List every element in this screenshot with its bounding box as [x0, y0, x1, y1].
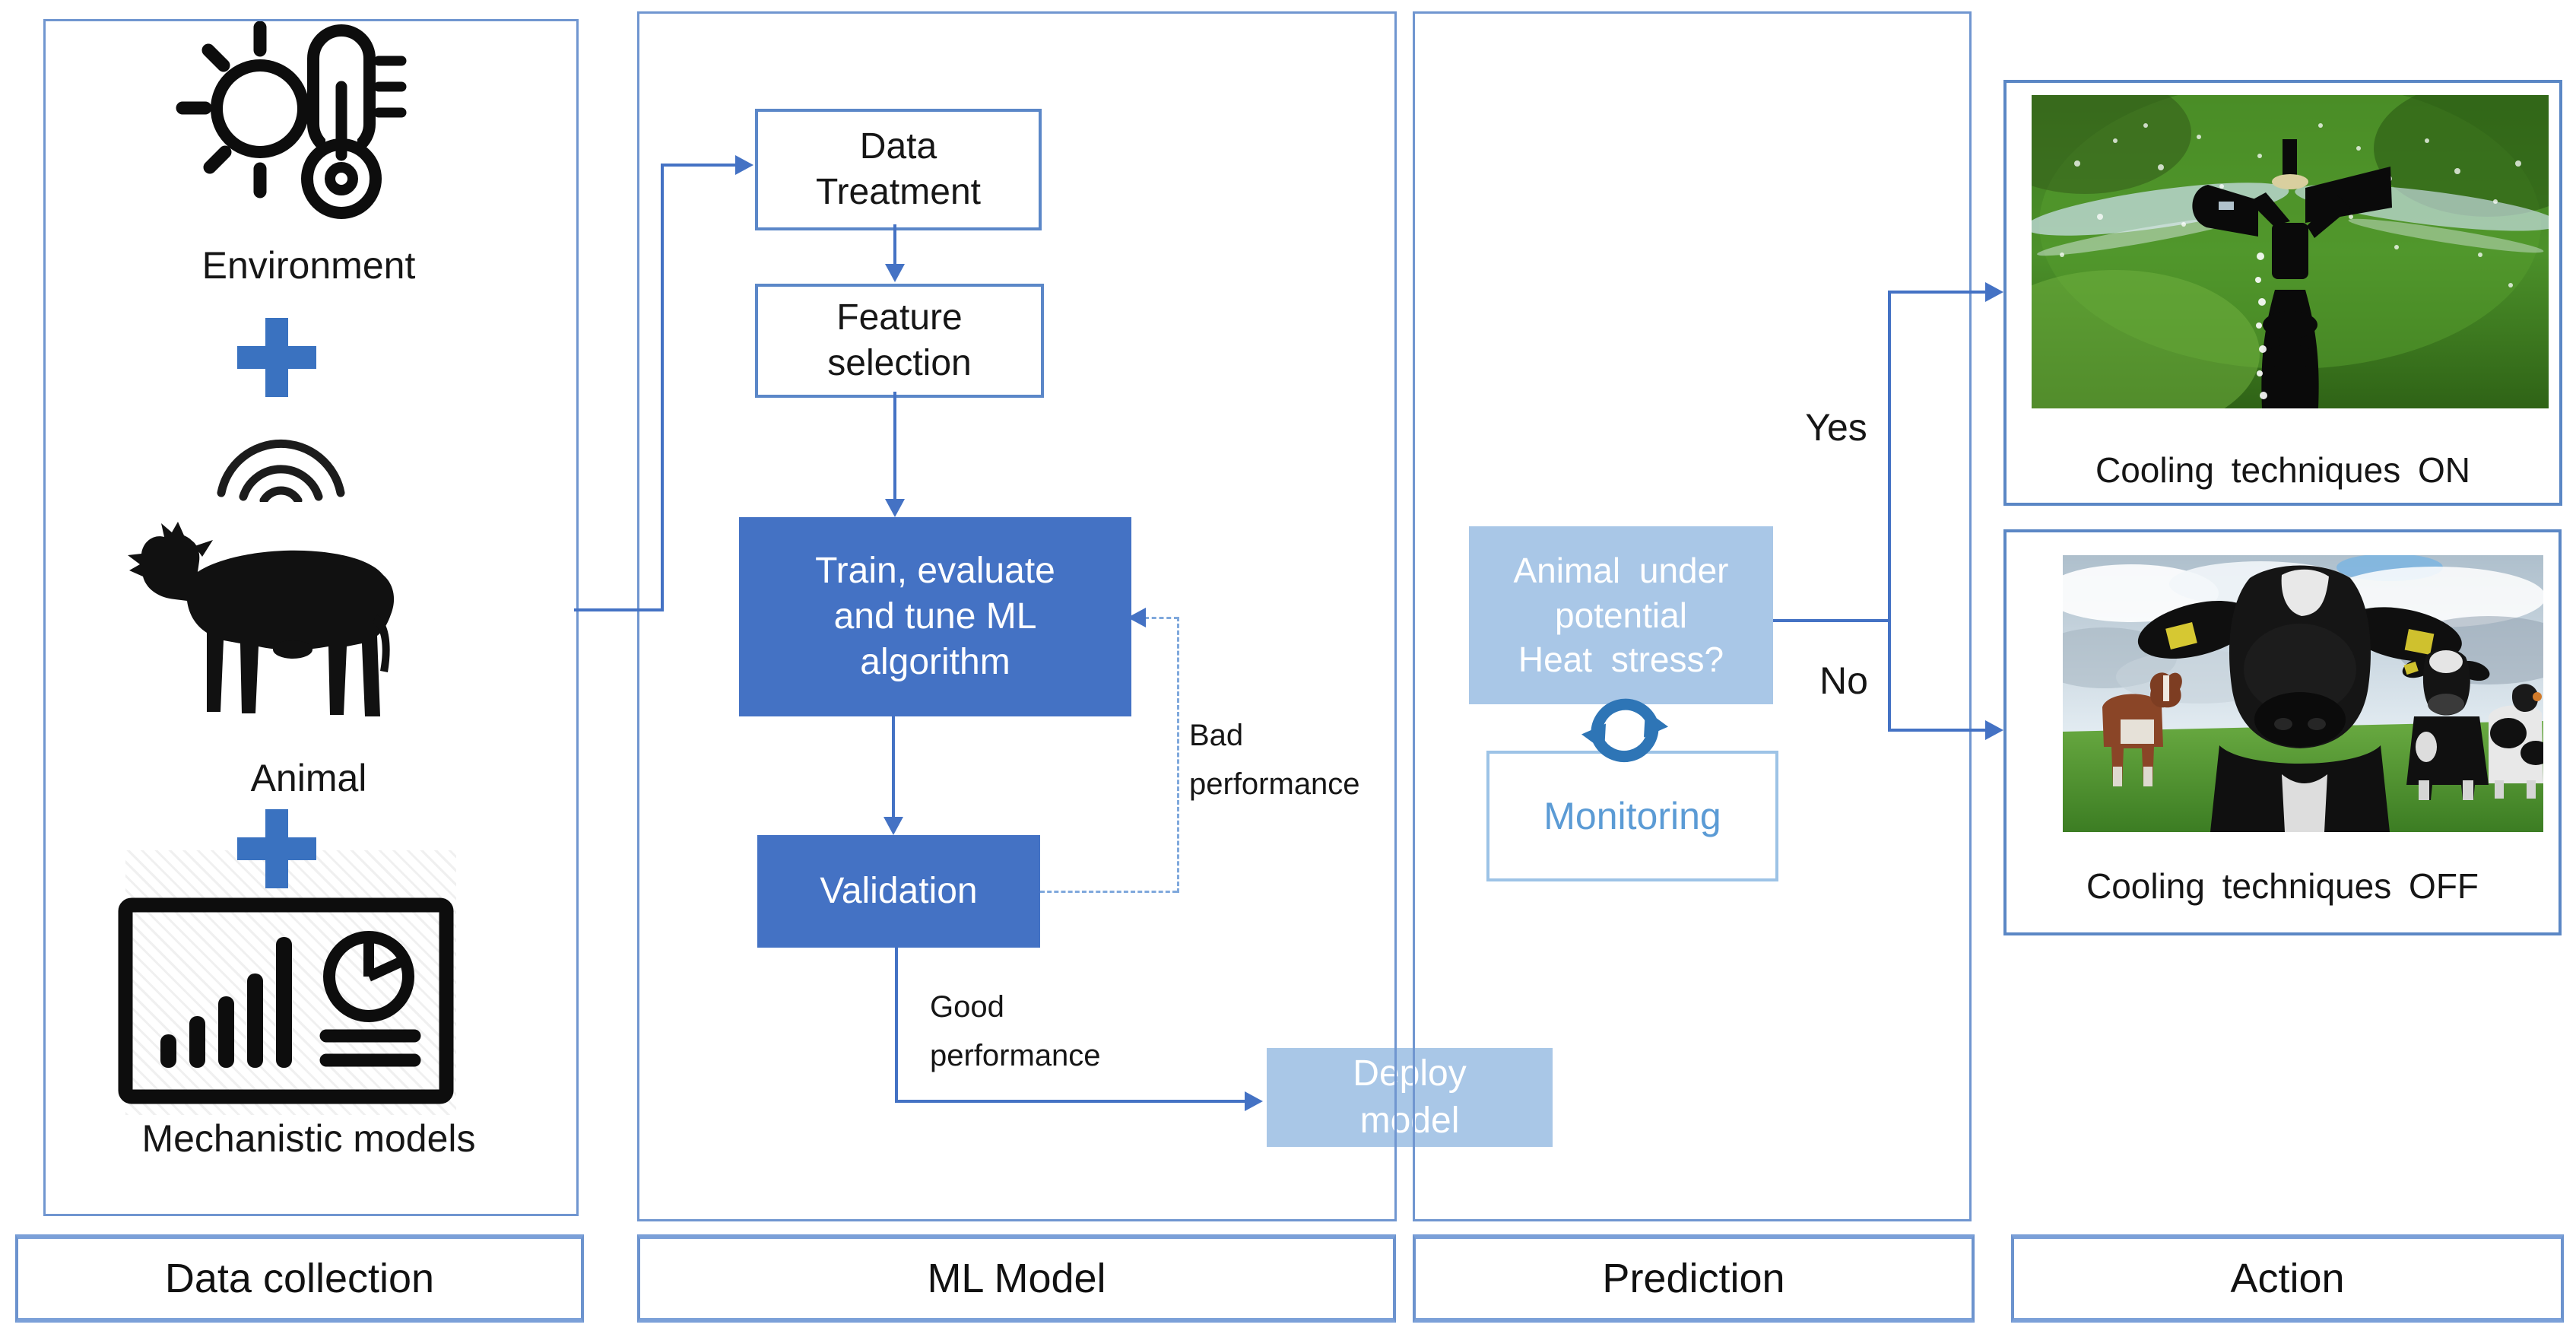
connector-collection-to-ml — [574, 608, 664, 611]
cooling-off-caption: Cooling techniques OFF — [2086, 866, 2479, 906]
environment-label: Environment — [201, 244, 416, 287]
deploy-model-box: Deploy model — [1267, 1048, 1553, 1147]
bad-performance-line-bottom — [1040, 891, 1177, 893]
cows-photo — [2063, 555, 2543, 832]
label-data-collection-text: Data collection — [164, 1256, 435, 1301]
arrow-train-to-validation — [892, 716, 895, 817]
no-label: No — [1819, 659, 1868, 702]
validation-box: Validation — [757, 835, 1040, 948]
validation-text: Validation — [820, 871, 978, 911]
label-ml-model: ML Model — [637, 1234, 1396, 1323]
deploy-model-text: Deploy model — [1353, 1053, 1467, 1141]
feature-selection-text: Feature selection — [827, 297, 972, 383]
arrowhead-fs-to-train — [885, 499, 905, 517]
connector-yes-run — [1888, 291, 1987, 294]
arrowhead-bad-into-train — [1128, 608, 1146, 627]
sun-thermometer-icon — [175, 17, 411, 237]
label-action: Action — [2011, 1234, 2564, 1323]
cooling-off-frame: Cooling techniques OFF — [2003, 529, 2562, 935]
cow-icon — [122, 493, 426, 736]
connector-question-out — [1773, 619, 1889, 622]
plus-icon — [237, 809, 316, 888]
cooling-on-caption: Cooling techniques ON — [2095, 450, 2471, 490]
label-action-text: Action — [2230, 1256, 2345, 1301]
arrow-fs-to-train — [893, 392, 896, 499]
data-treatment-box: Data Treatment — [755, 109, 1042, 230]
arrow-dt-to-fs — [893, 224, 896, 264]
data-treatment-text: Data Treatment — [816, 126, 981, 212]
plus-icon — [237, 318, 316, 397]
dashboard-chart-icon — [118, 897, 454, 1104]
connector-collection-to-ml-riser — [661, 164, 664, 611]
label-prediction-text: Prediction — [1602, 1256, 1785, 1301]
bad-performance-line-riser — [1177, 617, 1179, 893]
good-performance-line-run — [895, 1100, 1246, 1103]
arrowhead-train-to-validation — [884, 817, 903, 835]
bad-performance-line-top — [1144, 617, 1179, 619]
arrowhead-dt-to-fs — [885, 264, 905, 282]
yes-label: Yes — [1805, 406, 1867, 449]
good-performance-label: Good performance — [930, 990, 1101, 1072]
arrowhead-into-deploy — [1245, 1091, 1263, 1111]
monitoring-box: Monitoring — [1486, 751, 1778, 881]
mechanistic-models-label: Mechanistic models — [141, 1117, 476, 1160]
refresh-cycle-icon — [1575, 686, 1674, 776]
monitoring-text: Monitoring — [1543, 794, 1721, 837]
label-data-collection: Data collection — [15, 1234, 584, 1323]
connector-branch-riser — [1888, 291, 1891, 732]
cooling-on-frame: Cooling techniques ON — [2003, 80, 2562, 506]
animal-label: Animal — [250, 757, 367, 799]
label-prediction: Prediction — [1413, 1234, 1975, 1323]
sprinkler-photo — [2032, 95, 2549, 408]
bad-performance-label: Bad performance — [1189, 719, 1360, 801]
wifi-icon — [211, 420, 351, 502]
arrowhead-yes-into-cooling-on — [1985, 282, 2003, 302]
connector-into-data-treatment — [661, 164, 737, 167]
good-performance-line-drop — [895, 948, 898, 1103]
arrowhead-into-data-treatment — [735, 155, 753, 175]
label-ml-model-text: ML Model — [927, 1256, 1106, 1301]
train-evaluate-text: Train, evaluate and tune ML algorithm — [815, 551, 1055, 682]
heat-stress-question-box: Animal under potential Heat stress? — [1469, 526, 1773, 704]
arrowhead-no-into-cooling-off — [1985, 720, 2003, 740]
train-evaluate-box: Train, evaluate and tune ML algorithm — [739, 517, 1131, 716]
feature-selection-box: Feature selection — [755, 284, 1044, 398]
connector-no-run — [1888, 729, 1987, 732]
heat-stress-question-text: Animal under potential Heat stress? — [1513, 550, 1729, 680]
